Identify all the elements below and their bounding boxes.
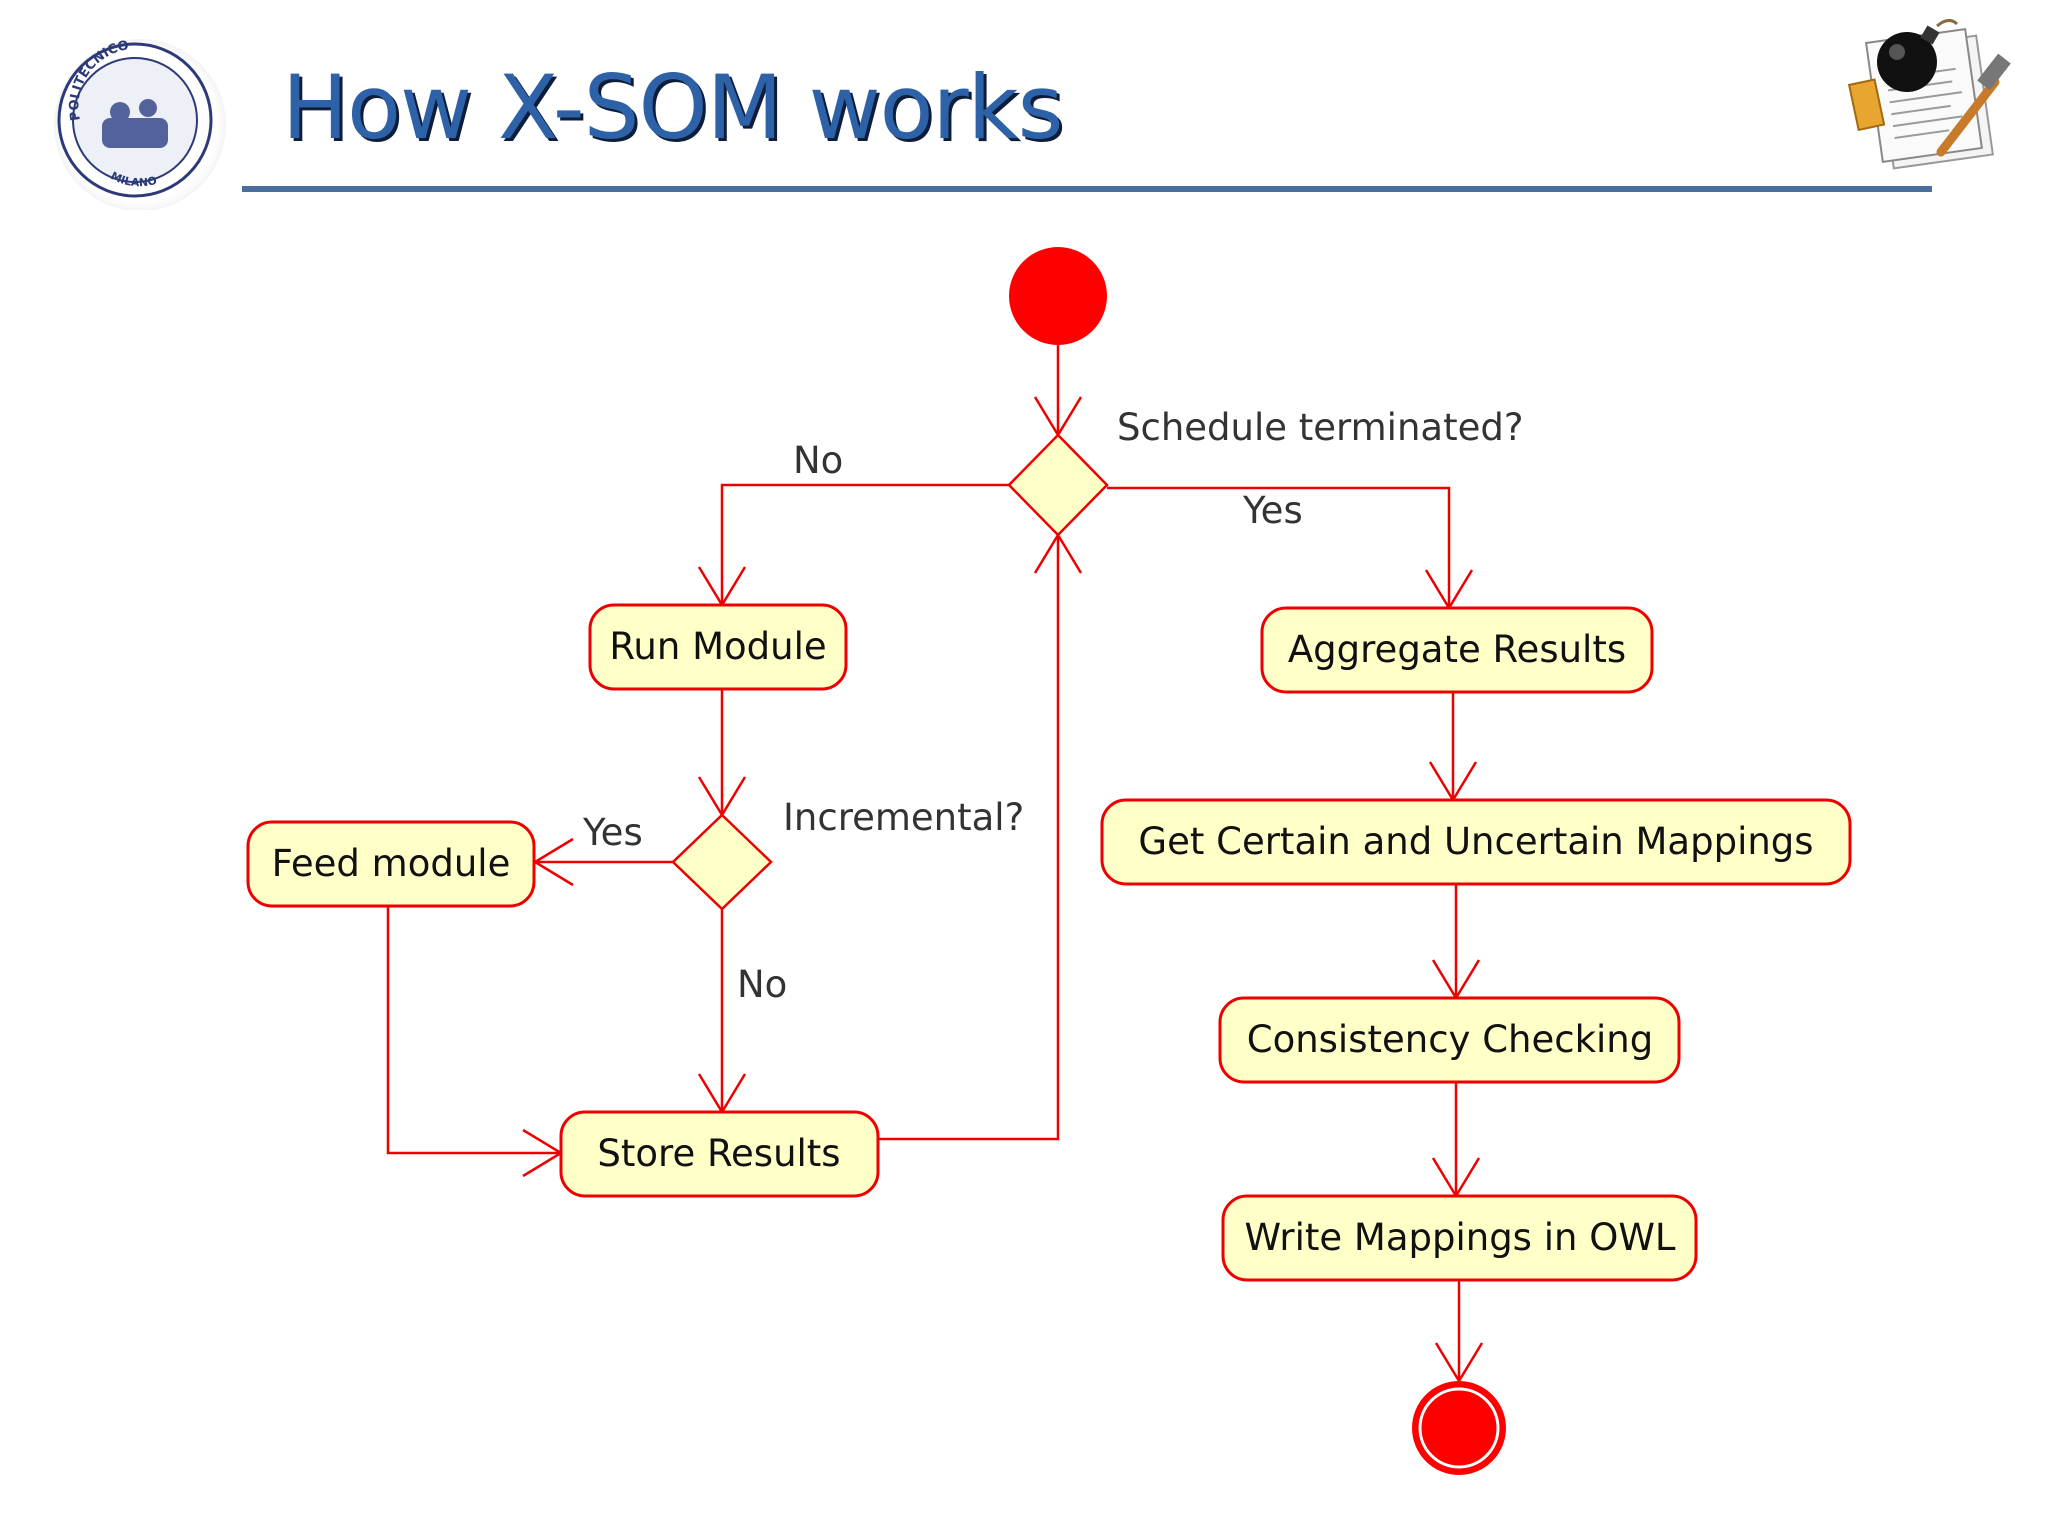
guard-schedule-yes: Yes xyxy=(1242,489,1303,532)
guard-schedule-no: No xyxy=(793,439,843,482)
script-bomb-icon xyxy=(1847,19,2011,170)
slide-title: How X-SOM works xyxy=(282,56,1063,159)
node-label-get-mappings: Get Certain and Uncertain Mappings xyxy=(1138,820,1813,863)
node-feed-module xyxy=(246,820,536,908)
node-get-mappings xyxy=(1100,798,1852,886)
node-label-consistency-checking: Consistency Checking xyxy=(1247,1018,1654,1061)
node-label-aggregate-results: Aggregate Results xyxy=(1288,628,1626,671)
end-node xyxy=(1412,1381,1506,1475)
decision-schedule-terminated xyxy=(1007,433,1109,537)
university-seal-icon: POLITECNICO MILANO xyxy=(54,38,226,210)
start-node xyxy=(1009,247,1107,345)
node-label-store-results: Store Results xyxy=(597,1132,840,1175)
node-label-feed-module: Feed module xyxy=(272,842,511,885)
edge-schedule-yes xyxy=(1107,486,1451,608)
node-label-run-module: Run Module xyxy=(609,625,826,668)
edge-feed-to-store xyxy=(386,906,561,1155)
node-run-module xyxy=(588,603,848,691)
arrowhead xyxy=(1033,532,1083,574)
node-label-write-mappings: Write Mappings in OWL xyxy=(1244,1216,1675,1259)
decision-label-schedule: Schedule terminated? xyxy=(1117,406,1523,449)
node-aggregate-results xyxy=(1260,606,1654,694)
node-store-results xyxy=(559,1110,880,1198)
edge-store-to-schedule xyxy=(878,535,1060,1141)
edge-schedule-no xyxy=(720,483,1009,605)
decision-incremental xyxy=(671,813,773,911)
node-consistency-checking xyxy=(1218,996,1681,1084)
decision-label-incremental: Incremental? xyxy=(783,796,1024,839)
guard-incremental-yes: Yes xyxy=(582,811,643,854)
guard-incremental-no: No xyxy=(737,963,787,1006)
title-underline xyxy=(242,186,1932,192)
